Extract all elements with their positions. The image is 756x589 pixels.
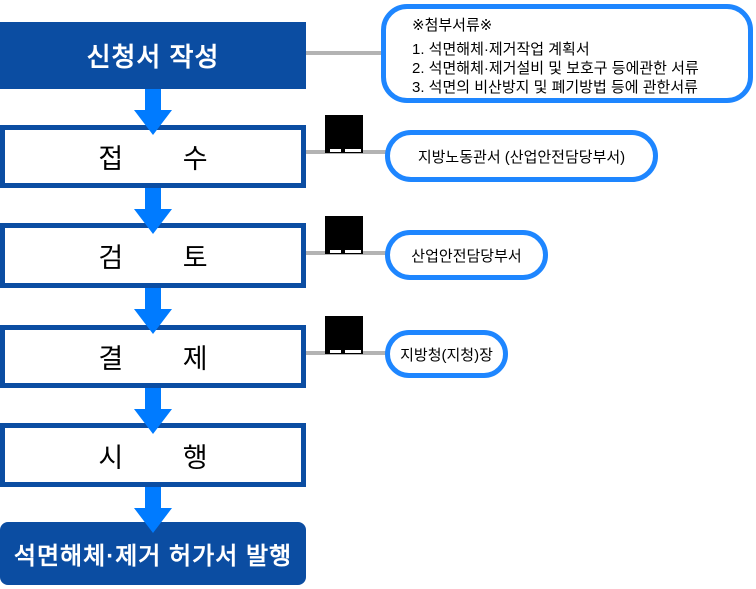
attachment-item: 2. 석면해체·제거설비 및 보호구 등에관한 서류: [412, 60, 699, 77]
annotation-pill-industrial-safety-dept: 산업안전담당부서: [385, 230, 548, 280]
attachment-item: 1. 석면해체·제거작업 계획서: [412, 41, 590, 58]
step-label: 석면해체·제거 허가서 발행: [13, 543, 293, 570]
annotation-label: 지방청(지청)장: [400, 346, 493, 364]
step-box-write-application: 신청서 작성: [0, 22, 306, 89]
stamp-icon: [325, 115, 363, 153]
attachments-box: ※첨부서류※ 1. 석면해체·제거작업 계획서 2. 석면해체·제거설비 및 보…: [381, 4, 753, 103]
arrow-down-icon: [134, 388, 172, 434]
annotation-label: 산업안전담당부서: [411, 247, 522, 265]
arrow-down-icon: [134, 188, 172, 234]
step-label: 시 행: [98, 442, 208, 473]
attachment-item: 3. 석면의 비산방지 및 폐기방법 등에 관한서류: [412, 79, 698, 96]
arrow-down-icon: [134, 487, 172, 533]
annotation-pill-regional-office-head: 지방청(지청)장: [385, 330, 508, 378]
arrow-down-icon: [134, 288, 172, 334]
step-box-implementation: 시 행: [0, 423, 306, 487]
step-label: 검 토: [98, 243, 208, 273]
annotation-label: 지방노동관서 (산업안전담당부서): [417, 148, 626, 166]
step-box-approval: 결 제: [0, 325, 306, 388]
attachments-title: ※첨부서류※: [412, 17, 493, 34]
stamp-icon: [325, 216, 363, 254]
connector-line: [306, 51, 385, 55]
step-label: 접 수: [98, 144, 208, 174]
arrow-down-icon: [134, 89, 172, 135]
annotation-pill-local-labor-office: 지방노동관서 (산업안전담당부서): [385, 130, 658, 182]
step-label: 결 제: [98, 344, 208, 374]
step-label: 신청서 작성: [86, 42, 220, 72]
stamp-icon: [325, 316, 363, 354]
